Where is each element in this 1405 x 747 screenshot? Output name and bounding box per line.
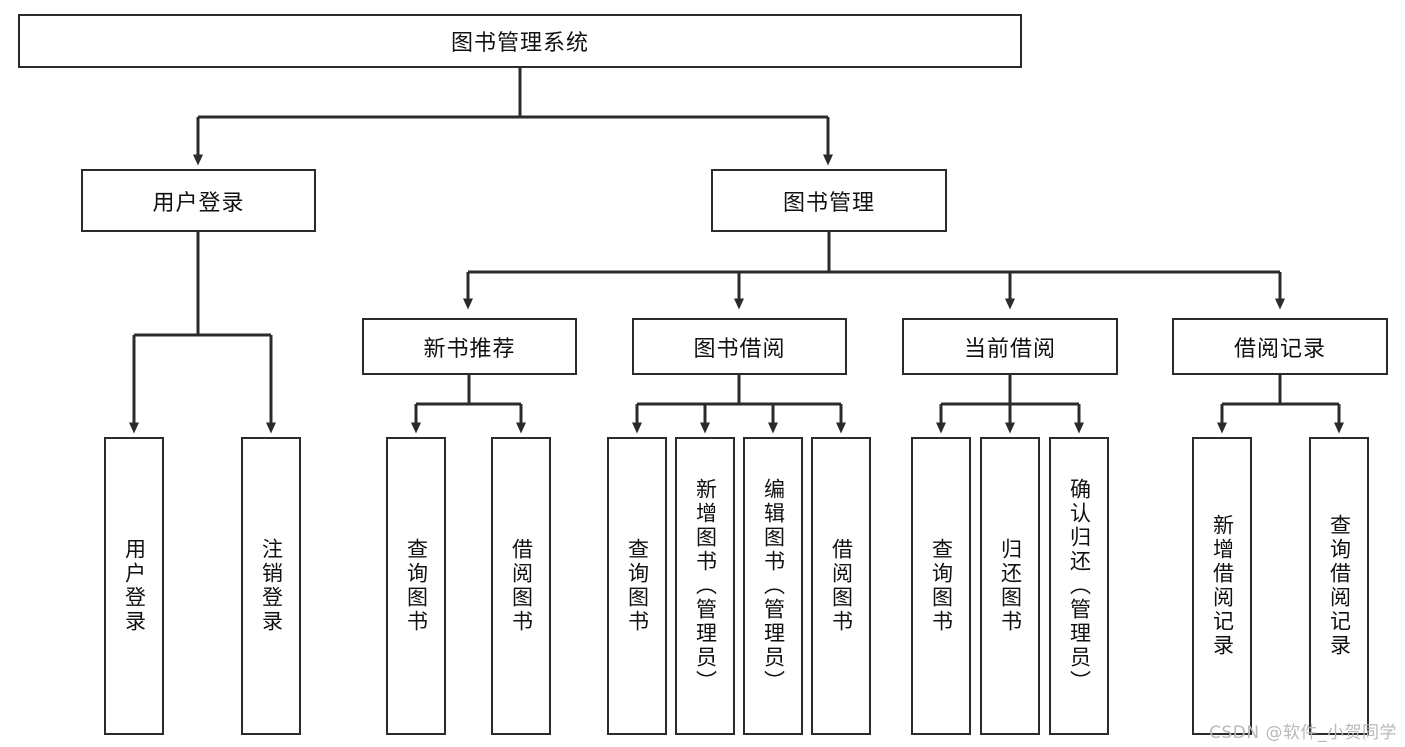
- node-current-borrow[interactable]: 当前借阅: [902, 318, 1118, 375]
- leaf-record-add-record[interactable]: 新增借阅记录: [1192, 437, 1252, 735]
- leaf-user-login-login[interactable]: 用户登录: [104, 437, 164, 735]
- node-new-book-recommend[interactable]: 新书推荐: [362, 318, 577, 375]
- leaf-user-login-logout[interactable]: 注销登录: [241, 437, 301, 735]
- node-label: 图书借阅: [693, 336, 786, 362]
- node-label: 查询借阅记录: [1327, 514, 1352, 658]
- leaf-borrow-borrow-book[interactable]: 借阅图书: [811, 437, 871, 735]
- leaf-record-query-record[interactable]: 查询借阅记录: [1309, 437, 1369, 735]
- leaf-current-query-book[interactable]: 查询图书: [911, 437, 971, 735]
- node-label: 借阅图书: [829, 538, 854, 634]
- node-label: 借阅图书: [509, 538, 534, 634]
- leaf-borrow-query-book[interactable]: 查询图书: [607, 437, 667, 735]
- node-borrow-record[interactable]: 借阅记录: [1172, 318, 1388, 375]
- node-label: 查询图书: [929, 538, 954, 634]
- node-label: 借阅记录: [1233, 336, 1326, 362]
- node-user-login[interactable]: 用户登录: [81, 169, 316, 232]
- node-label: 查询图书: [625, 538, 650, 634]
- leaf-borrow-add-book-admin[interactable]: 新增图书（管理员）: [675, 437, 735, 735]
- watermark-text: CSDN @软件_小贺同学: [1209, 723, 1397, 743]
- node-label: 用户登录: [122, 538, 147, 634]
- leaf-recommend-query-book[interactable]: 查询图书: [386, 437, 446, 735]
- node-label: 新增图书（管理员）: [693, 478, 718, 694]
- node-label: 图书管理系统: [450, 31, 589, 56]
- node-book-management[interactable]: 图书管理: [711, 169, 947, 232]
- node-label: 归还图书: [998, 538, 1023, 634]
- leaf-borrow-edit-book-admin[interactable]: 编辑图书（管理员）: [743, 437, 803, 735]
- node-label: 编辑图书（管理员）: [761, 478, 786, 694]
- node-label: 图书管理: [782, 190, 875, 216]
- leaf-current-return-book[interactable]: 归还图书: [980, 437, 1040, 735]
- node-label: 新书推荐: [423, 336, 516, 362]
- node-label: 注销登录: [259, 538, 284, 634]
- node-label: 新增借阅记录: [1210, 514, 1235, 658]
- node-label: 查询图书: [404, 538, 429, 634]
- node-book-borrow[interactable]: 图书借阅: [632, 318, 847, 375]
- leaf-recommend-borrow-book[interactable]: 借阅图书: [491, 437, 551, 735]
- node-label: 当前借阅: [963, 336, 1056, 362]
- leaf-current-confirm-return-admin[interactable]: 确认归还（管理员）: [1049, 437, 1109, 735]
- node-label: 确认归还（管理员）: [1067, 478, 1092, 694]
- node-label: 用户登录: [152, 190, 245, 216]
- node-root-system[interactable]: 图书管理系统: [18, 14, 1022, 68]
